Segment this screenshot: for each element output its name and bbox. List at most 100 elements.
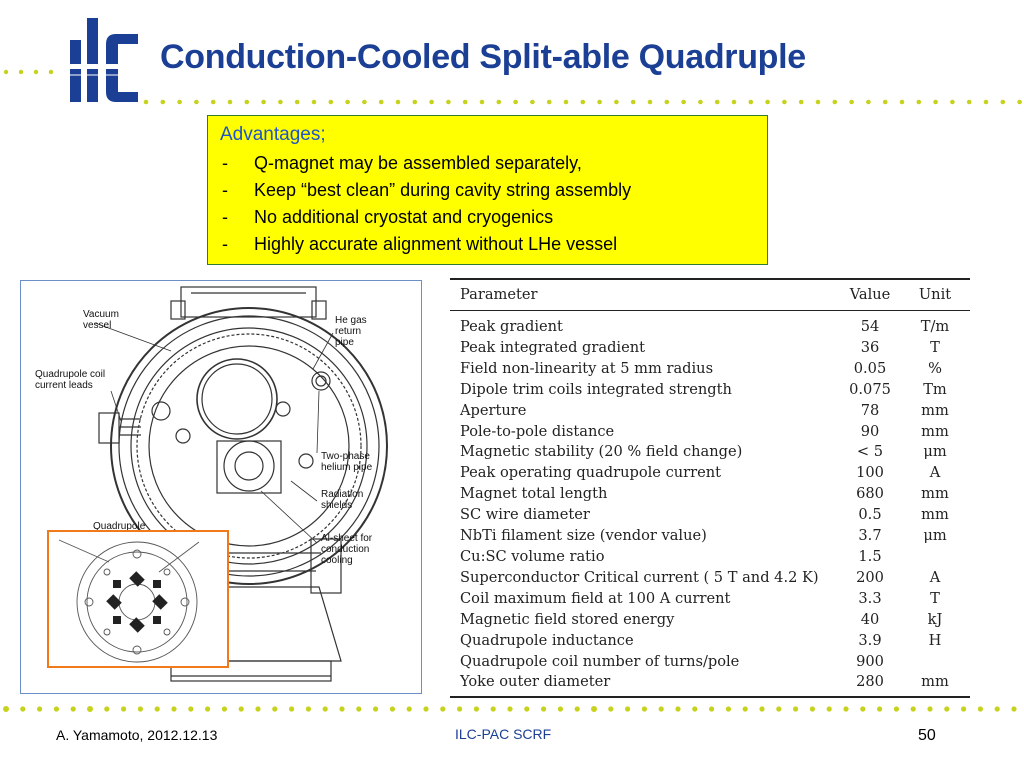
decorative-dot (37, 706, 43, 712)
callout-vacuum-vessel: Vacuum vessel (83, 309, 119, 331)
decorative-dot (843, 706, 849, 712)
cell-value: 200 (856, 568, 884, 586)
decorative-dot (294, 99, 300, 105)
decorative-dot (328, 99, 334, 105)
decorative-dot (53, 706, 60, 712)
decorative-dot (278, 99, 283, 105)
cell-parameter: Yoke outer diameter (450, 672, 840, 699)
cell-value: 54 (860, 318, 880, 335)
decorative-dot (782, 99, 787, 105)
decorative-dot (866, 99, 871, 105)
decorative-dot (507, 706, 513, 712)
decorative-dot (546, 99, 552, 105)
cell-unit: mm (900, 672, 970, 699)
ilc-logo: ilc (60, 18, 140, 102)
decorative-dot (3, 706, 9, 712)
cell-parameter: Aperture (460, 401, 527, 419)
decorative-dot (983, 99, 989, 105)
decorative-dot (597, 99, 602, 105)
advantages-heading: Advantages; (220, 124, 326, 145)
decorative-dot (849, 99, 854, 105)
decorative-dot (944, 706, 950, 712)
decorative-dot (916, 99, 922, 105)
bullet-dash: - (222, 234, 228, 254)
decorative-dot (20, 706, 26, 712)
cell-unit: A (929, 568, 941, 586)
decorative-dot (177, 99, 182, 105)
cell-parameter: Magnetic field stored energy (460, 610, 675, 628)
decorative-dot (429, 99, 434, 105)
decorative-dot (272, 706, 278, 712)
decorative-dot (541, 706, 547, 712)
footer-center-label: ILC-PAC SCRF (455, 726, 552, 742)
decorative-dot (809, 706, 816, 712)
cell-value: 0.5 (858, 506, 882, 524)
bullet-dash: - (222, 153, 228, 173)
decorative-dot (714, 99, 720, 105)
decorative-dot (832, 99, 838, 105)
decorative-dot (462, 99, 468, 105)
cell-value: 1.5 (858, 547, 882, 565)
decorative-dot (692, 706, 698, 712)
cell-value: 900 (856, 652, 884, 670)
decorative-dot (389, 706, 395, 712)
decorative-dot (160, 99, 166, 105)
advantage-item: -Keep “best clean” during cavity string … (218, 177, 757, 204)
advantage-text: Q-magnet may be assembled separately, (254, 153, 582, 173)
bullet-dash: - (222, 180, 228, 200)
quadrupole-detail-drawing (58, 539, 200, 663)
decorative-dot (563, 99, 569, 105)
decorative-dot (137, 706, 143, 712)
callout-he-gas-return-pipe: He gas return pipe (335, 315, 367, 348)
cell-unit: μm (923, 443, 947, 461)
cell-parameter: Magnet total length (460, 485, 608, 503)
decorative-dot (524, 706, 530, 712)
decorative-dot (210, 99, 216, 105)
decorative-dot (709, 706, 715, 712)
decorative-dot (261, 99, 266, 105)
decorative-dot (188, 706, 194, 712)
cell-value: 36 (860, 338, 880, 356)
decorative-dot (423, 706, 429, 712)
cell-parameter: Dipole trim coils integrated strength (460, 380, 732, 398)
decorative-dot (826, 706, 832, 712)
decorative-dot (530, 99, 535, 105)
decorative-dot (608, 706, 614, 712)
decorative-dot (289, 706, 295, 712)
decorative-dot (205, 706, 211, 712)
decorative-dot (759, 706, 765, 712)
decorative-dot (815, 99, 821, 105)
cell-parameter: Field non-linearity at 5 mm radius (460, 359, 714, 377)
decorative-dot (457, 706, 463, 712)
cell-value: 0.05 (853, 359, 887, 377)
cell-parameter: Coil maximum field at 100 A current (460, 589, 731, 607)
decorative-dot (121, 706, 127, 712)
callout-quadrupole: Quadrupole (93, 521, 146, 532)
decorative-dot (356, 706, 362, 712)
bottom-dot-line (3, 706, 1017, 712)
decorative-dot (244, 99, 250, 105)
cell-unit: mm (921, 401, 949, 419)
decorative-dot (70, 706, 76, 712)
cell-value: 280 (840, 672, 900, 699)
decorative-dot (412, 99, 418, 105)
callout-two-phase-helium-pipe: Two-phase helium pipe (321, 451, 373, 473)
decorative-dot (625, 706, 631, 712)
cell-parameter: Peak integrated gradient (460, 338, 645, 356)
decorative-dot (446, 99, 451, 105)
cell-parameter: SC wire diameter (460, 506, 590, 524)
decorative-dot (742, 706, 748, 712)
decorative-dot (893, 706, 900, 712)
decorative-dot (194, 99, 199, 105)
footer-author-date: A. Yamamoto, 2012.12.13 (56, 727, 218, 743)
cell-value: 100 (856, 464, 884, 482)
decorative-dot (681, 99, 686, 105)
